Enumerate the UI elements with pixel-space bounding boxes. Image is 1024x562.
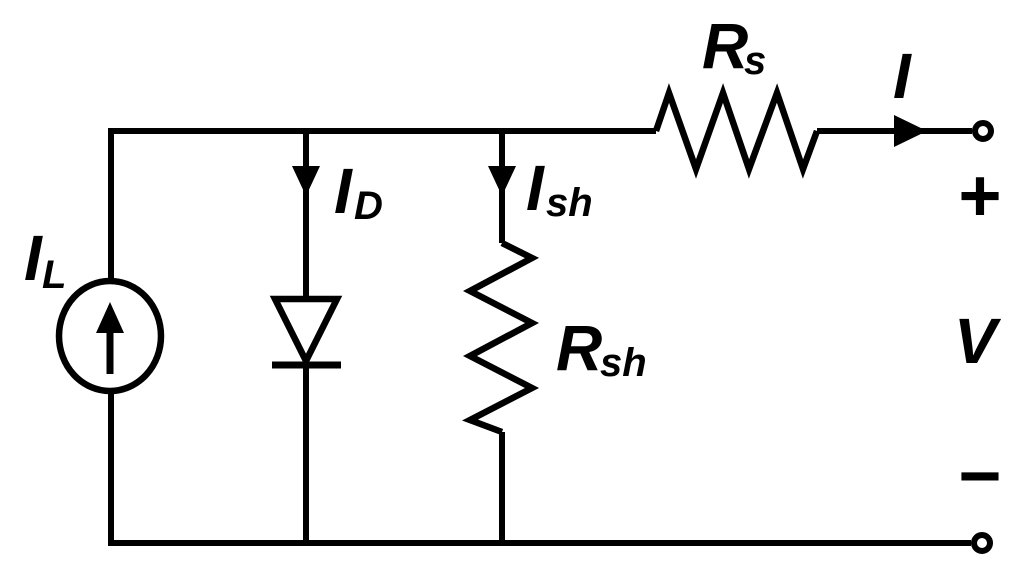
labels: I L I D I sh R sh R s I + V − [24, 10, 1002, 517]
label-shunt-current: I [526, 152, 545, 224]
positive-terminal-node [972, 120, 994, 142]
diode-triangle [269, 295, 343, 369]
diode-current-down-arrow-icon [292, 166, 320, 196]
diode-branch [269, 128, 343, 546]
label-series-resistance: R [702, 10, 748, 82]
label-output-voltage: V [954, 305, 1002, 377]
shunt-current-down-arrow-icon [488, 166, 516, 196]
label-shunt-resistance-sub: sh [600, 341, 647, 385]
label-negative-sign: − [958, 434, 1001, 517]
label-photocurrent: I [24, 222, 43, 294]
output-current-right-arrow-icon [894, 115, 927, 147]
top-wire [108, 128, 656, 282]
label-diode-current-sub: D [354, 184, 383, 228]
label-shunt-resistance: R [556, 312, 602, 384]
up-arrow-icon [96, 302, 124, 333]
current-source [55, 277, 165, 395]
label-series-resistance-sub: s [744, 39, 766, 83]
negative-terminal-node [971, 532, 993, 554]
label-positive-sign: + [958, 154, 1001, 237]
label-output-current: I [893, 40, 912, 112]
shunt-resistor-zigzag [462, 240, 540, 436]
label-photocurrent-sub: L [42, 253, 66, 297]
series-resistor-zigzag [652, 83, 821, 179]
shunt-resistor-branch [462, 128, 540, 546]
label-diode-current: I [334, 155, 353, 227]
label-shunt-current-sub: sh [546, 181, 593, 225]
bottom-wire [108, 390, 971, 546]
